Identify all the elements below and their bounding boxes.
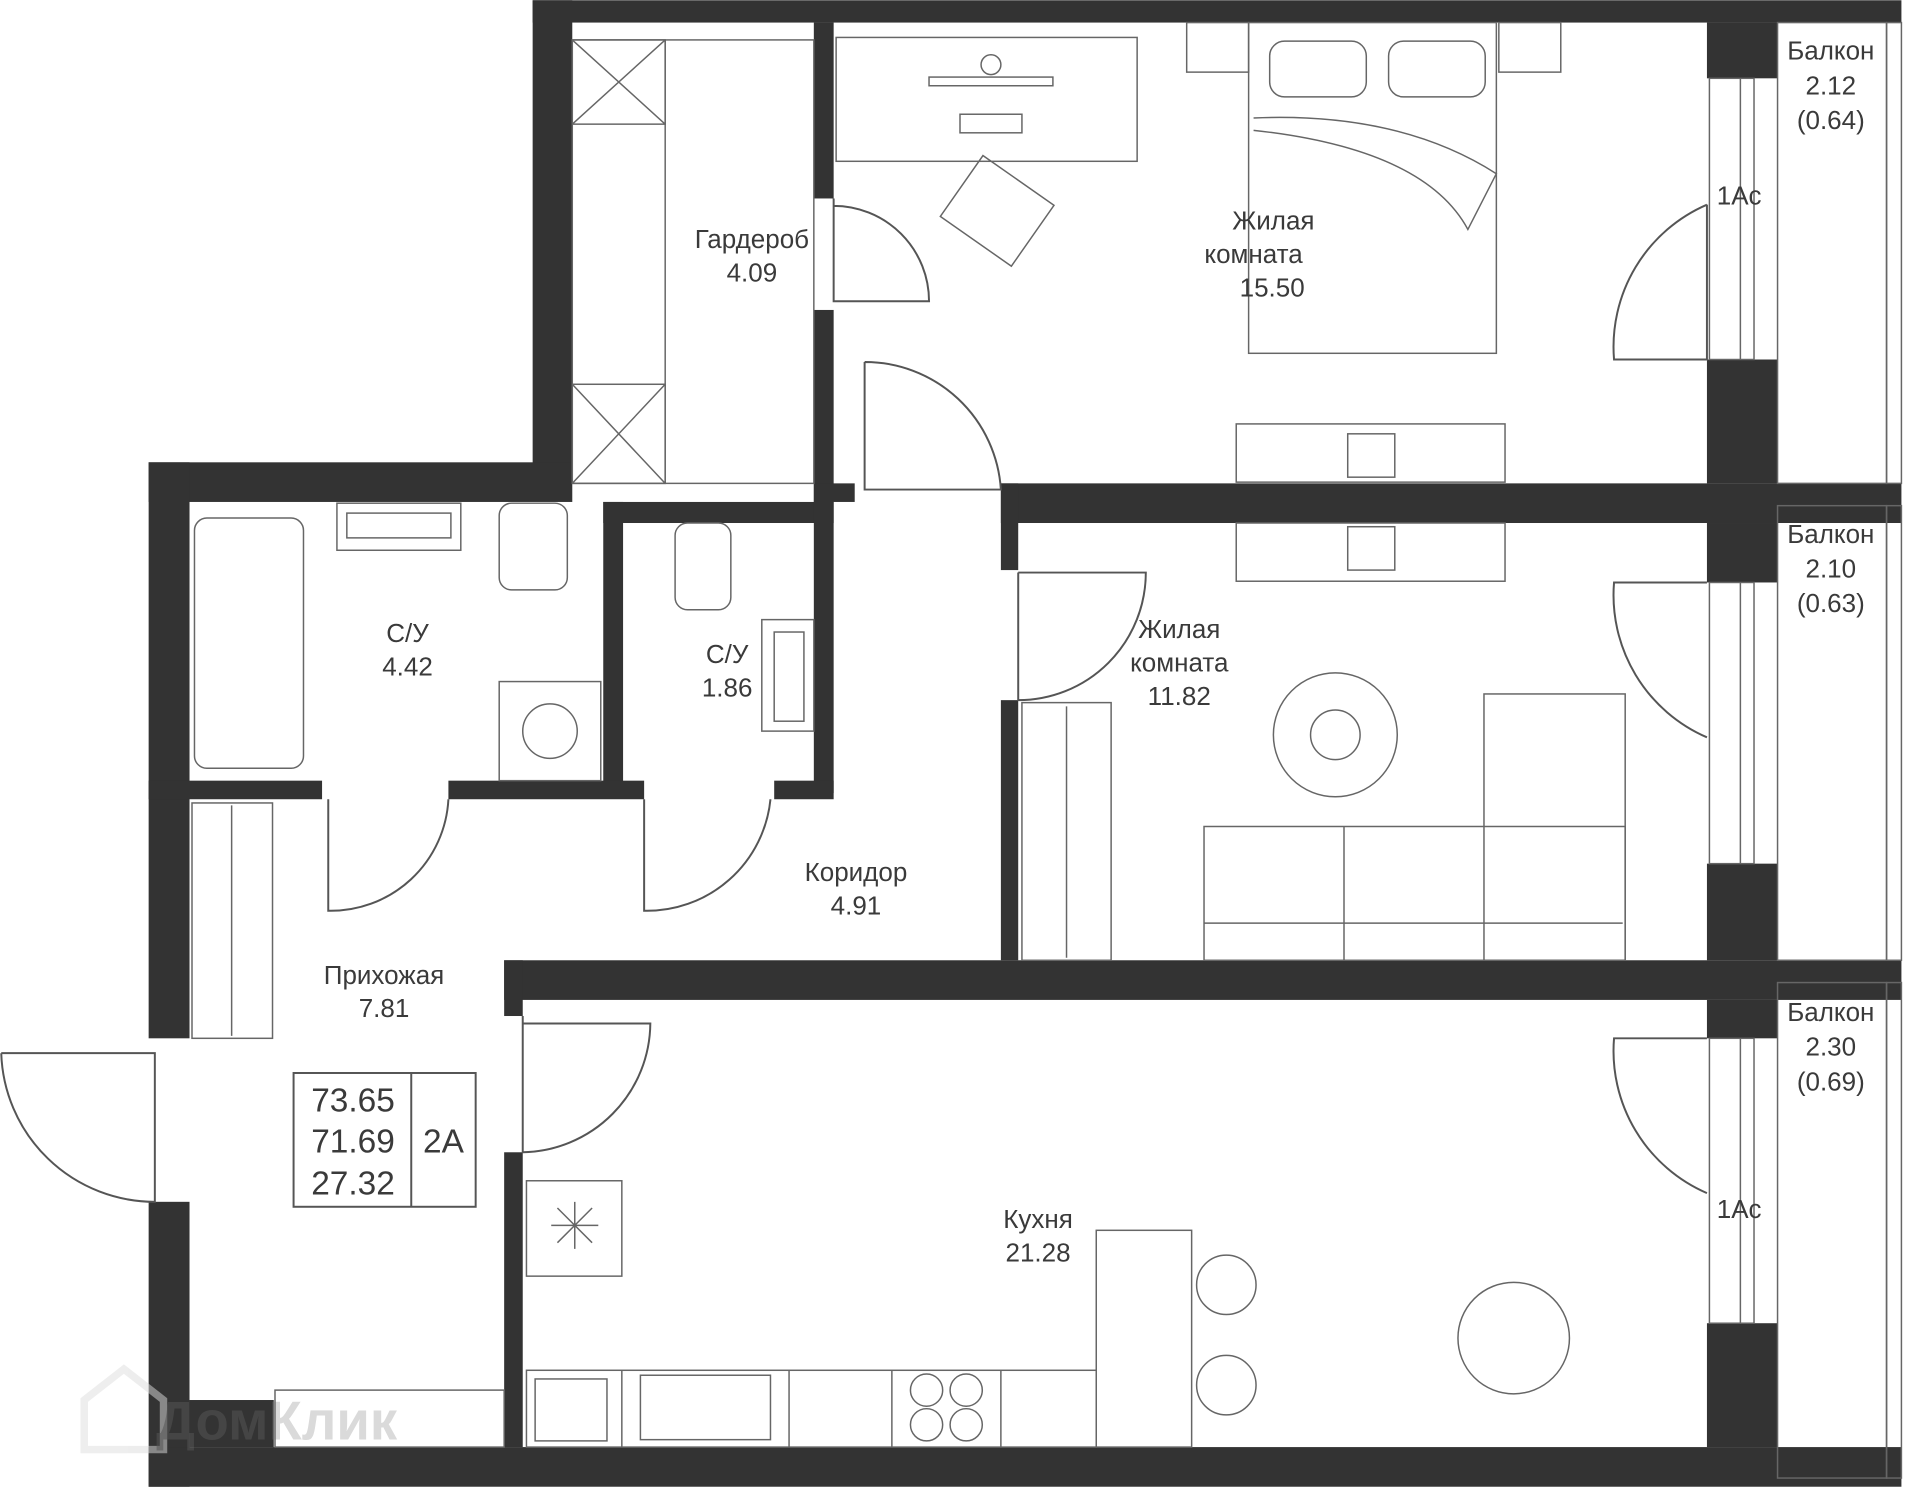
total-area: 73.65 [311, 1082, 395, 1119]
kitchen-area: 21.28 [1005, 1237, 1070, 1267]
balcony3-reduced: (0.69) [1797, 1066, 1865, 1096]
balconies [1776, 21, 1903, 1479]
living-name1: Жилая [1138, 614, 1220, 644]
corridor-name: Коридор [805, 857, 908, 887]
bath1-area: 4.42 [382, 651, 433, 681]
hall-area: 7.81 [359, 993, 410, 1023]
window-mark: 1Ac [1717, 181, 1762, 211]
walls [148, 0, 1902, 1487]
bedroom-area: 15.50 [1240, 272, 1305, 302]
kitchen-name: Кухня [1003, 1204, 1073, 1234]
wardrobe-name: Гардероб [695, 224, 809, 254]
hall-name: Прихожая [324, 960, 444, 990]
balcony2-reduced: (0.63) [1797, 588, 1865, 618]
corridor-area: 4.91 [831, 890, 882, 920]
bath2-name: С/У [706, 639, 749, 669]
house-logo-icon [80, 1364, 168, 1454]
balcony1-reduced: (0.64) [1797, 105, 1865, 135]
doors [0, 198, 1708, 1203]
living-area-total: 27.32 [311, 1165, 395, 1202]
living-area: 11.82 [1148, 681, 1211, 711]
bath2-area: 1.86 [702, 672, 753, 702]
watermark-text: ДомКлик [156, 1391, 398, 1452]
wardrobe-area: 4.09 [727, 257, 778, 287]
apartment-summary: 73.65 71.69 27.32 2A [292, 1072, 477, 1208]
room-labels: Гардероб 4.09 Жилая комната 15.50 С/У 4.… [324, 36, 1875, 1268]
apartment-type: 2A [423, 1123, 465, 1160]
domclick-watermark: ДомКлик [80, 1364, 398, 1454]
windows [1708, 77, 1755, 1324]
furniture [191, 21, 1626, 1448]
bath1-name: С/У [386, 618, 429, 648]
living-name2: комната [1130, 648, 1229, 678]
area-without-balconies: 71.69 [311, 1123, 395, 1160]
balcony3-name: Балкон [1787, 997, 1874, 1027]
balcony1-name: Балкон [1787, 36, 1874, 66]
balcony1-area: 2.12 [1806, 70, 1857, 100]
balcony2-name: Балкон [1787, 519, 1874, 549]
balcony2-area: 2.10 [1806, 554, 1857, 584]
bedroom-name1: Жилая [1232, 205, 1314, 235]
bedroom-name2: комната [1204, 239, 1303, 269]
window-mark: 1Ac [1717, 1194, 1762, 1224]
balcony3-area: 2.30 [1806, 1032, 1857, 1062]
